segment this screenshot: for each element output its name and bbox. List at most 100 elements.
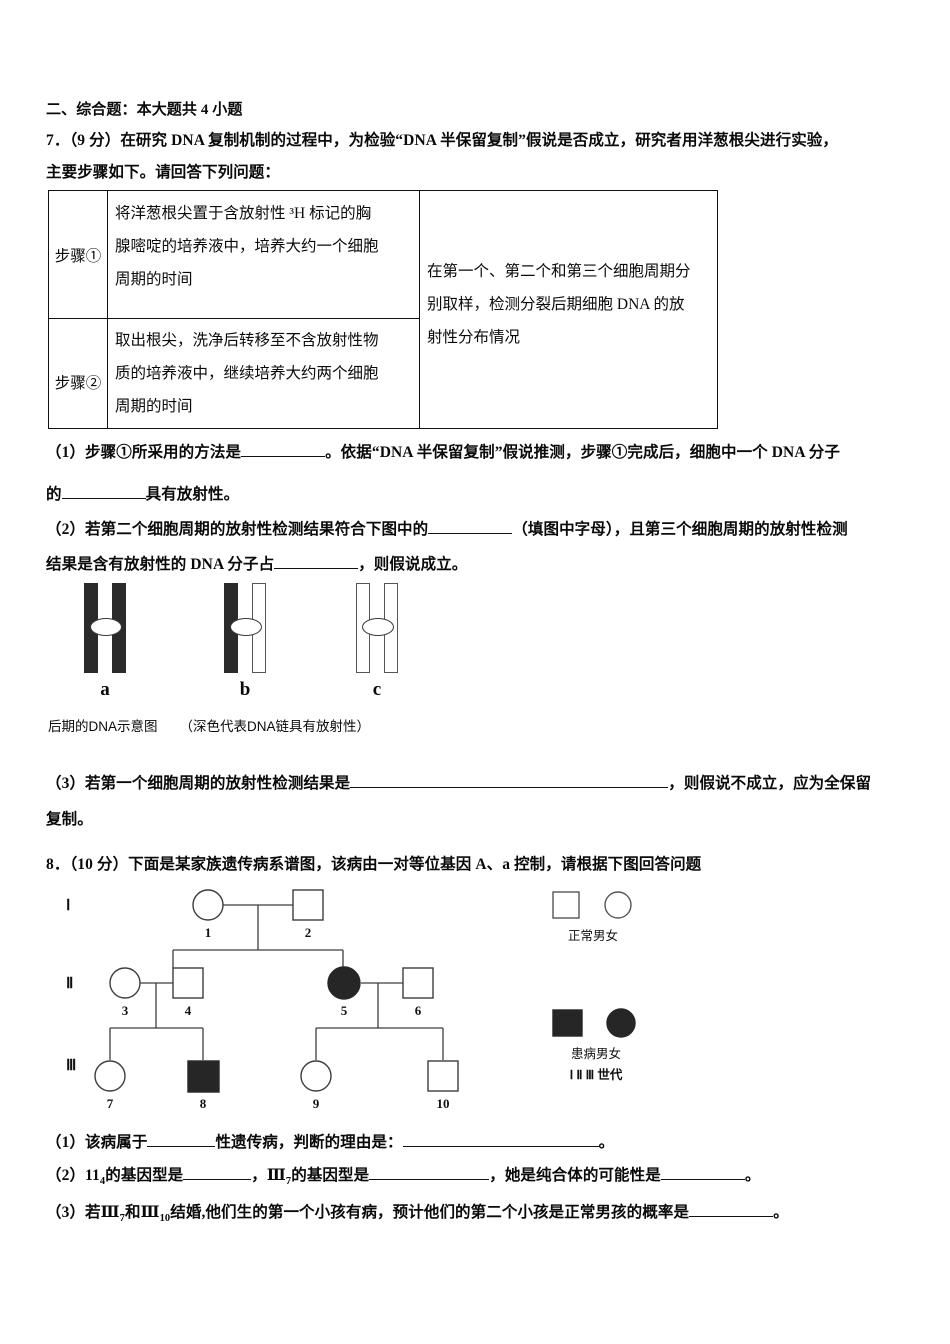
pedigree-id-8: 8 <box>200 1096 207 1111</box>
question7-sub2-line1: （2）若第二个细胞周期的放射性检测结果符合下图中的 （填图中字母），且第三个细胞周… <box>46 522 848 538</box>
q7-sub3-text-b: ，则假说不成立，应为全保留 <box>668 775 872 792</box>
detection-line2: 别取样，检测分裂后期细胞 DNA 的放 <box>427 296 685 313</box>
table-cell-step1-description: 将洋葱根尖置于含放射性 ³H 标记的胸 腺嘧啶的培养液中，培养大约一个细胞 周期… <box>115 197 415 296</box>
pedigree-individual-6 <box>402 967 434 999</box>
section-heading: 二、综合题：本大题共 4 小题 <box>46 102 243 118</box>
centromere-a <box>90 618 122 636</box>
chromosome-label-c: c <box>372 679 382 700</box>
question7-sub1-line2: 的 具有放射性。 <box>46 487 239 503</box>
question7-stem-line1: 7．（9 分）在研究 DNA 复制机制的过程中，为检验“DNA 半保留复制”假说… <box>46 132 839 149</box>
q8-sub2-text-a: （2）11 <box>46 1167 100 1184</box>
q7-sub2-text-a: （2）若第二个细胞周期的放射性检测结果符合下图中的 <box>46 521 429 538</box>
q8-sub1-text-b: 性遗传病，判断的理由是： <box>215 1134 403 1151</box>
pedigree-chart: Ⅰ Ⅱ Ⅲ 1 2 3 4 5 6 7 8 9 10 <box>48 880 748 1125</box>
q8-sub2-blank-3[interactable] <box>660 1179 745 1180</box>
legend-normal-male-icon <box>552 891 580 919</box>
q8-sub2-text-d: 的基因型是 <box>291 1167 370 1184</box>
pedigree-individual-3 <box>109 967 141 999</box>
question7-sub3-line1: （3）若第一个细胞周期的放射性检测结果是 ，则假说不成立，应为全保留 <box>46 776 871 792</box>
pedigree-individual-8 <box>187 1060 220 1093</box>
q7-sub1-text-d: 具有放射性。 <box>145 486 240 503</box>
q8-sub2-text-c: ，Ⅲ <box>251 1167 286 1184</box>
q8-sub1-text-a: （1）该病属于 <box>46 1134 148 1151</box>
table-cell-step2-description: 取出根尖，洗净后转移至不含放射性物 质的培养液中，继续培养大约两个细胞 周期的时… <box>115 324 415 423</box>
q8-sub2-text-b: 的基因型是 <box>105 1167 184 1184</box>
chromosome-label-a: a <box>100 679 110 700</box>
q8-sub2-text-f: 。 <box>744 1167 761 1184</box>
q8-sub3-subscript-2: 10 <box>159 1213 171 1225</box>
question7-stem-line2: 主要步骤如下。请回答下列问题： <box>46 164 281 181</box>
q7-sub3-blank[interactable] <box>350 787 669 788</box>
pedigree-individual-5 <box>327 966 361 1000</box>
q7-sub3-text-a: （3）若第一个细胞周期的放射性检测结果是 <box>46 775 351 792</box>
q8-sub3-text-d: 。 <box>773 1204 789 1221</box>
q7-sub2-text-c: 结果是含有放射性的 DNA 分子占 <box>46 556 275 573</box>
question7-sub3-line2: 复制。 <box>46 811 93 828</box>
q7-sub2-blank-1[interactable] <box>428 533 513 534</box>
generation-label-2: Ⅱ <box>66 976 73 992</box>
legend-generation-label: Ⅰ Ⅱ Ⅲ 世代 <box>570 1067 623 1082</box>
q8-sub3-text-b: 和Ⅲ <box>125 1204 160 1221</box>
step1-text-line1: 将洋葱根尖置于含放射性 ³H 标记的胸 <box>115 205 372 222</box>
q7-sub1-text-b: 。依据“DNA 半保留复制”假说推测，步骤①完成后，细胞中一个 DNA 分子 <box>325 444 840 461</box>
q8-sub3-text-c: 结婚,他们生的第一个小孩有病，预计他们的第二个小孩是正常男孩的概率是 <box>170 1204 690 1221</box>
q8-sub2-text-e: ，她是纯合体的可能性是 <box>489 1167 661 1184</box>
q8-sub2-blank-2[interactable] <box>369 1179 490 1180</box>
table-vertical-rule-1 <box>107 191 109 428</box>
q8-sub1-blank-1[interactable] <box>147 1146 216 1147</box>
pedigree-id-3: 3 <box>122 1003 129 1018</box>
pedigree-id-6: 6 <box>415 1003 422 1018</box>
q8-sub3-text-a: （3）若Ⅲ <box>46 1204 120 1221</box>
centromere-c <box>362 618 394 636</box>
step1-text-line3: 周期的时间 <box>115 271 193 288</box>
q8-sub3-subscript-1: 7 <box>119 1213 125 1225</box>
figure-caption-main: 后期的DNA示意图 <box>48 719 158 734</box>
figure-caption-note: （深色代表DNA链具有放射性） <box>179 719 371 734</box>
q8-sub2-subscript-2: 7 <box>285 1176 292 1188</box>
pedigree-id-4: 4 <box>185 1003 192 1018</box>
question7-sub1-line1: （1）步骤①所采用的方法是 。依据“DNA 半保留复制”假说推测，步骤①完成后，细… <box>46 445 840 461</box>
question8-sub3: （3）若Ⅲ7和Ⅲ10结婚,他们生的第一个小孩有病，预计他们的第二个小孩是正常男孩… <box>46 1205 789 1225</box>
q7-sub1-text-c: 的 <box>46 486 62 503</box>
q8-sub1-blank-2[interactable] <box>402 1146 599 1147</box>
legend-affected-male-icon <box>552 1009 583 1037</box>
q7-sub2-text-b: （填图中字母），且第三个细胞周期的放射性检测 <box>512 521 848 538</box>
table-horizontal-rule <box>49 318 419 320</box>
pedigree-id-9: 9 <box>313 1096 320 1111</box>
detection-line1: 在第一个、第二个和第三个细胞周期分 <box>427 263 691 280</box>
generation-label-1: Ⅰ <box>66 898 70 914</box>
dna-anaphase-figure: a b c <box>60 583 480 748</box>
q7-sub1-blank-1[interactable] <box>241 456 326 457</box>
step2-text-line2: 质的培养液中，继续培养大约两个细胞 <box>115 365 379 382</box>
table-row-label-step1: 步骤① <box>54 248 102 265</box>
pedigree-id-5: 5 <box>341 1003 348 1018</box>
step2-text-line1: 取出根尖，洗净后转移至不含放射性物 <box>115 332 379 349</box>
legend-affected-label: 患病男女 <box>571 1046 621 1061</box>
table-cell-detection: 在第一个、第二个和第三个细胞周期分 别取样，检测分裂后期细胞 DNA 的放 射性… <box>427 255 715 354</box>
q7-sub1-text-a: （1）步骤①所采用的方法是 <box>46 444 242 461</box>
pedigree-individual-4 <box>172 967 204 999</box>
chromosome-figure-c: c <box>350 583 404 700</box>
legend-normal-female-icon <box>604 891 632 919</box>
pedigree-id-10: 10 <box>437 1096 450 1111</box>
legend-normal-label: 正常男女 <box>568 928 618 943</box>
figure-caption: 后期的DNA示意图 （深色代表DNA链具有放射性） <box>48 715 370 735</box>
q7-sub2-blank-2[interactable] <box>274 568 359 569</box>
pedigree-individual-10 <box>427 1060 459 1092</box>
pedigree-individual-9 <box>300 1060 332 1092</box>
q8-sub2-subscript-1: 4 <box>99 1176 106 1188</box>
table-row-label-step2: 步骤② <box>54 375 102 392</box>
pedigree-id-2: 2 <box>305 925 312 940</box>
chromosome-figure-b: b <box>218 583 272 700</box>
q8-sub2-blank-1[interactable] <box>183 1179 252 1180</box>
pedigree-individual-7 <box>94 1060 126 1092</box>
q8-sub3-blank[interactable] <box>689 1216 774 1217</box>
pedigree-individual-2 <box>292 889 324 921</box>
question8-stem: 8．（10 分）下面是某家族遗传病系谱图，该病由一对等位基因 A、a 控制，请根… <box>46 856 702 873</box>
centromere-b <box>230 618 262 636</box>
pedigree-id-1: 1 <box>205 925 212 940</box>
q7-sub1-blank-2[interactable] <box>61 498 146 499</box>
question7-sub2-line2: 结果是含有放射性的 DNA 分子占，则假说成立。 <box>46 557 467 573</box>
question8-sub2: （2）114的基因型是，Ⅲ7的基因型是，她是纯合体的可能性是。 <box>46 1168 760 1188</box>
